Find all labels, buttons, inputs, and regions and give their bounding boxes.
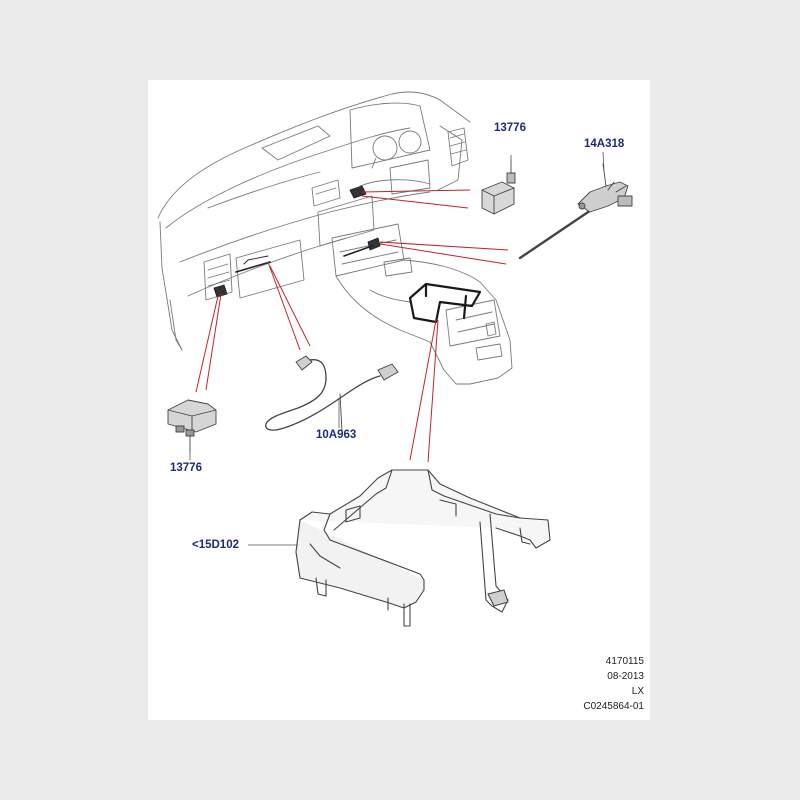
harness-part	[265, 355, 399, 433]
diagram-sheet	[148, 80, 650, 720]
red-leader-lines	[195, 189, 509, 463]
part-label-switch-lower: 13776	[170, 462, 202, 474]
switch-lower-part	[167, 399, 217, 453]
part-label-console-bracket: <15D102	[192, 539, 239, 551]
switch-installed-left	[213, 255, 271, 298]
image-code: C0245864-01	[583, 701, 644, 712]
dashboard-outline	[157, 91, 513, 385]
part-label-switch-upper: 13776	[494, 122, 526, 134]
switch-upper-part	[481, 159, 516, 215]
part-label-harness: 10A963	[316, 429, 357, 441]
console-bracket-part	[295, 469, 551, 627]
part-label-rear-motor: 14A318	[584, 138, 625, 150]
console-bracket-installed	[408, 282, 482, 324]
label-leader-lines	[189, 151, 605, 546]
rear-motor-part	[518, 163, 633, 260]
switch-installed-right	[343, 185, 381, 257]
model-code: LX	[631, 686, 644, 697]
drawing-date: 08-2013	[607, 671, 644, 682]
drawing-number: 4170115	[605, 656, 644, 667]
